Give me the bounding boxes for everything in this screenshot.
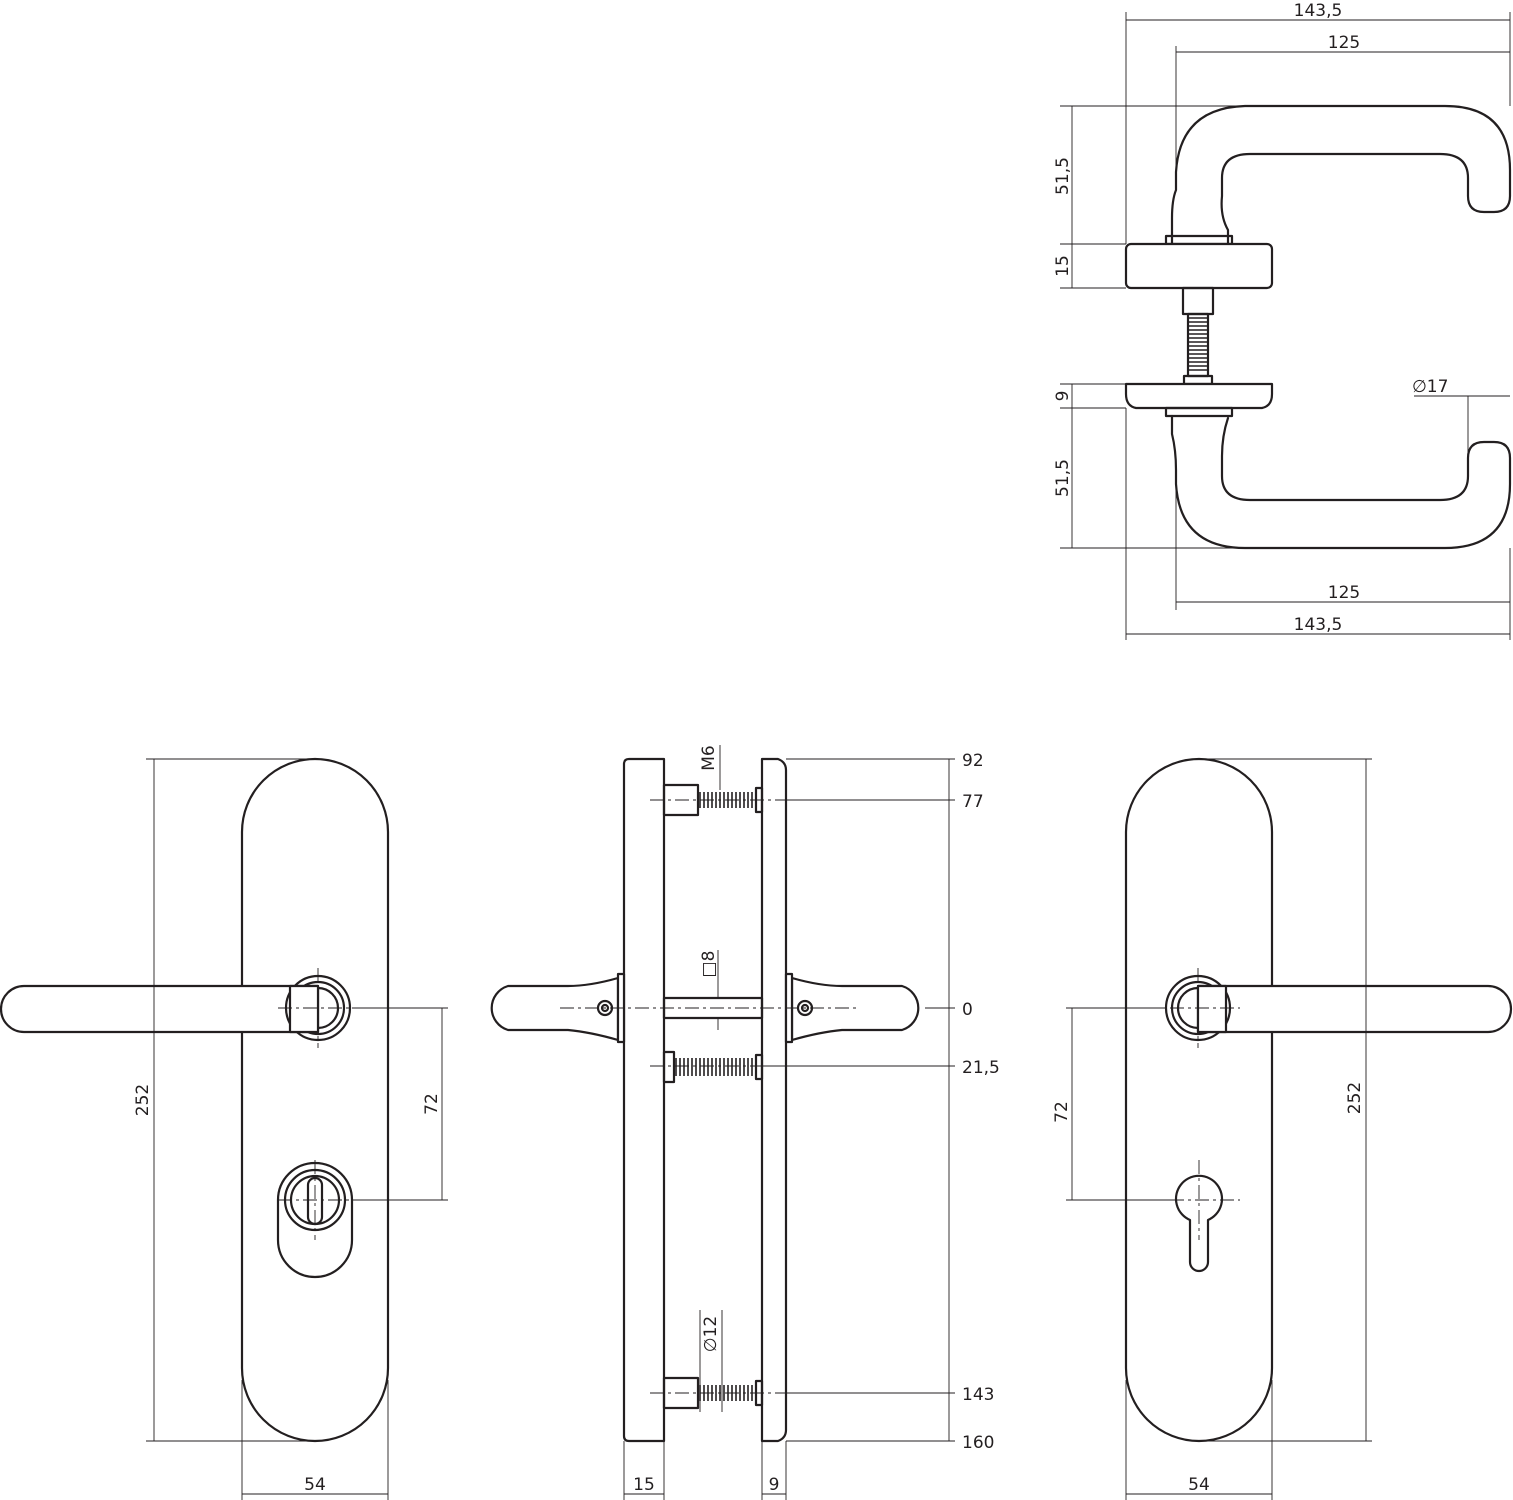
dim-lever-height-top: 51,5 (1053, 157, 1073, 195)
dim-bolt-diameter: ∅12 (701, 1316, 721, 1352)
dim-thread: M6 (699, 745, 719, 770)
upper-rose-collar (1164, 234, 1234, 246)
outer-plate (760, 757, 788, 1443)
spindle-block (1181, 286, 1215, 316)
dim-rose-thickness: 15 (1053, 255, 1073, 277)
dim-lever-length-bottom: 125 (1328, 583, 1360, 603)
top-view: 143,5 125 51,5 15 9 51,5 ∅17 125 143,5 (1053, 1, 1512, 640)
front-right-dimensions (1066, 758, 1372, 1500)
side-view: M6 □8 ∅12 92 77 0 21,5 143 160 15 9 (490, 745, 1000, 1500)
lower-lever (1170, 414, 1512, 550)
top-view-dimensions (1060, 12, 1511, 640)
spindle-thread (1188, 317, 1208, 371)
dim-grip-diameter: ∅17 (1412, 377, 1448, 397)
backplate-left (240, 757, 390, 1443)
dim-rose-thickness-lower: 9 (1053, 391, 1073, 402)
dim-center-distance-right: 72 (1052, 1101, 1072, 1123)
side-lever-screw-inner-dot (600, 1003, 610, 1013)
side-lever-screw-outer-dot (800, 1003, 810, 1013)
dim-plate-width-left: 54 (304, 1475, 326, 1495)
lower-rose-collar (1164, 406, 1234, 418)
spindle-nut (1182, 374, 1214, 386)
dim-plate-width-right: 54 (1188, 1475, 1210, 1495)
dim-overall-width-bottom: 143,5 (1294, 615, 1343, 635)
backplate-right (1124, 757, 1274, 1443)
dim-outer-thickness: 9 (769, 1475, 780, 1495)
dim-level-160: 160 (962, 1433, 994, 1453)
dim-level-0: 0 (962, 1000, 973, 1020)
middle-bolt-head (662, 1050, 676, 1084)
lower-rose (1124, 382, 1274, 410)
cylinder-guard-left (276, 1161, 354, 1279)
upper-rose (1124, 242, 1274, 290)
side-view-dimensions (623, 745, 955, 1500)
keyhole-right (1174, 1174, 1224, 1273)
dim-center-distance-left: 72 (422, 1093, 442, 1115)
front-left-dimensions (146, 758, 448, 1500)
dim-level-143: 143 (962, 1385, 994, 1405)
dim-spindle: □8 (699, 951, 719, 978)
dim-plate-height-left: 252 (133, 1084, 153, 1116)
inner-plate (622, 757, 666, 1443)
dim-inner-thickness: 15 (633, 1475, 655, 1495)
lever-neck-left (288, 984, 320, 1034)
lever-neck-right (1196, 984, 1228, 1034)
lever-left (0, 984, 320, 1034)
dim-lever-length-top: 125 (1328, 33, 1360, 53)
dim-level-21-5: 21,5 (962, 1058, 1000, 1078)
side-lever-inner (490, 976, 620, 1042)
side-lever-outer (790, 976, 920, 1042)
dim-plate-height-right: 252 (1345, 1082, 1365, 1114)
dim-level-92: 92 (962, 751, 984, 771)
front-view-right: 72 252 54 (1052, 757, 1513, 1500)
front-view-left: 252 72 54 (0, 757, 448, 1500)
dim-lever-height-bottom: 51,5 (1053, 459, 1073, 497)
middle-bolt-thread (675, 1058, 753, 1076)
lever-right (1196, 984, 1513, 1034)
middle-bolt-nut (754, 1053, 764, 1081)
dim-overall-width-top: 143,5 (1294, 1, 1343, 21)
dim-level-77: 77 (962, 792, 984, 812)
upper-lever (1170, 104, 1512, 246)
